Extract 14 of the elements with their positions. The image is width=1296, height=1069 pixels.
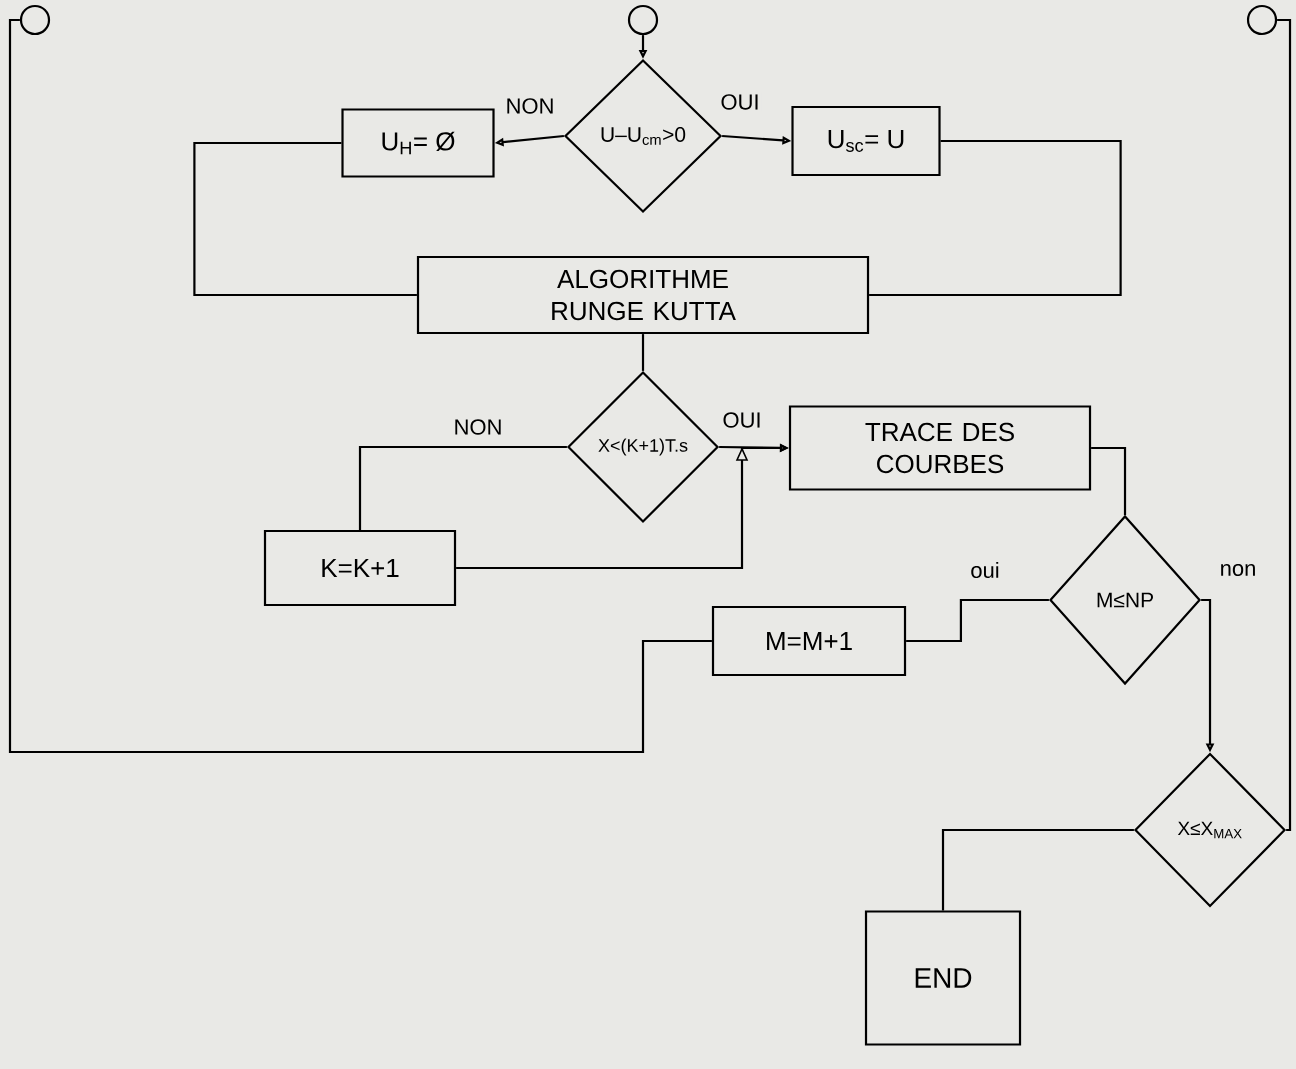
edge-label: OUI <box>720 410 764 430</box>
process-box: U$_{sc}$= U <box>791 105 941 177</box>
connector-circle <box>627 4 659 36</box>
process-box: END <box>864 910 1022 1046</box>
edge-label: NON <box>451 417 505 437</box>
edge-label: NON <box>503 96 557 116</box>
process-box: K=K+1 <box>263 529 457 607</box>
process-box: M=M+1 <box>711 605 907 677</box>
connector-circle <box>1246 4 1278 36</box>
process-box: U$_{H}$= Ø <box>341 108 495 178</box>
process-box: TRACE DES COURBES <box>788 405 1092 491</box>
edge-label: oui <box>968 559 1002 581</box>
process-box: ALGORITHME RUNGE KUTTA <box>416 255 870 335</box>
connector-circle <box>19 4 51 36</box>
